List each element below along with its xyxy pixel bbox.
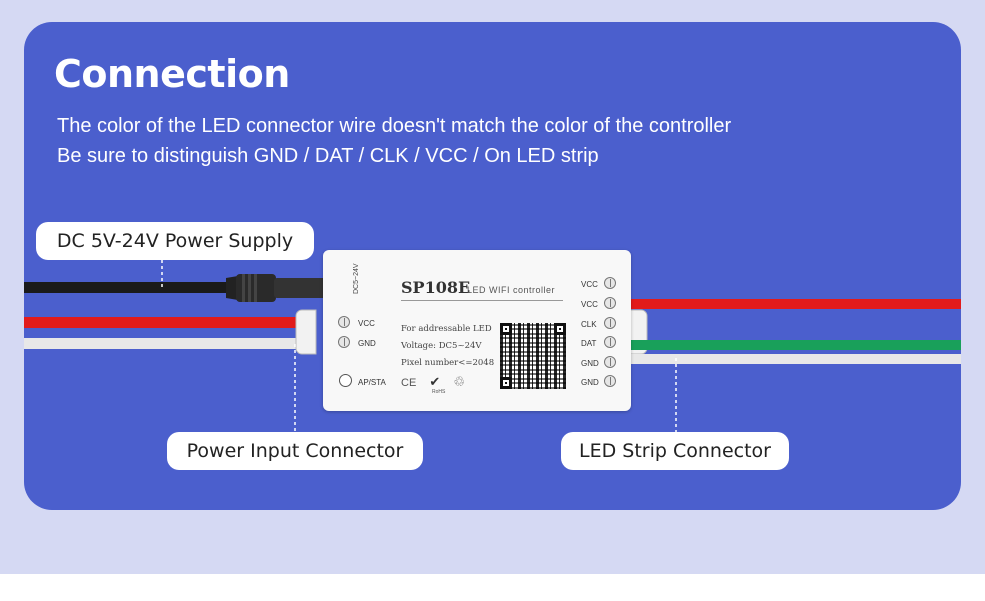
terminal-screw-icon: [604, 375, 616, 387]
controller-model: SP108E: [401, 278, 471, 297]
sp108e-controller: DC5~24V SP108E LED WIFI controller For a…: [323, 250, 631, 411]
description-line-1: The color of the LED connector wire does…: [57, 115, 732, 137]
power-supply-label: DC 5V-24V Power Supply: [36, 222, 314, 260]
terminal-screw-icon: [338, 336, 350, 348]
left-mount-tab: [295, 309, 317, 355]
output-terminal-label: GND: [581, 359, 599, 368]
input-terminal-label: GND: [358, 339, 376, 348]
terminal-screw-icon: [604, 277, 616, 289]
terminal-screw-icon: [338, 316, 350, 328]
output-terminal-label: CLK: [581, 320, 597, 329]
output-terminal-label: DAT: [581, 339, 597, 348]
certification-marks: CE ✔ ♲: [401, 374, 475, 390]
terminal-screw-icon: [604, 336, 616, 348]
dc-plug-body: [236, 274, 330, 302]
rohs-label: RoHS: [432, 389, 446, 395]
white-output-wire: [624, 354, 961, 364]
qr-finder: [500, 377, 512, 389]
green-output-wire: [624, 340, 961, 350]
connection-panel: Connection The color of the LED connecto…: [24, 22, 961, 510]
wiring-illustration: [24, 260, 961, 432]
black-power-cable: [24, 282, 229, 293]
rohs-check-icon: ✔: [429, 374, 441, 389]
output-terminal-label: VCC: [581, 280, 598, 289]
controller-subtitle: LED WIFI controller: [467, 285, 556, 295]
power-input-label: Power Input Connector: [167, 432, 423, 470]
ap-sta-button[interactable]: [339, 374, 352, 387]
red-input-wire: [24, 317, 314, 328]
terminal-screw-icon: [604, 297, 616, 309]
info-voltage: Voltage: DC5~24V: [401, 341, 482, 351]
led-strip-label: LED Strip Connector: [561, 432, 789, 470]
model-underline: [401, 300, 563, 301]
qr-finder: [500, 323, 512, 335]
output-terminal-label: VCC: [581, 300, 598, 309]
info-pixel-number: Pixel number<=2048: [401, 358, 495, 368]
info-addressable: For addressable LED: [401, 324, 492, 334]
terminal-screw-icon: [604, 356, 616, 368]
recycle-icon: ♲: [453, 374, 465, 389]
red-output-wire: [624, 299, 961, 309]
ce-mark: CE: [401, 377, 417, 389]
output-terminal-label: GND: [581, 378, 599, 387]
qr-finder: [554, 323, 566, 335]
terminal-screw-icon: [604, 317, 616, 329]
ap-sta-label: AP/STA: [358, 378, 386, 387]
white-input-wire: [24, 338, 314, 349]
qr-code: [500, 323, 566, 389]
dc-barrel-plug: [226, 276, 238, 300]
input-terminal-label: VCC: [358, 319, 375, 328]
description-line-2: Be sure to distinguish GND / DAT / CLK /…: [57, 145, 599, 167]
page-title: Connection: [54, 52, 290, 96]
dc-voltage-label: DC5~24V: [353, 263, 360, 294]
